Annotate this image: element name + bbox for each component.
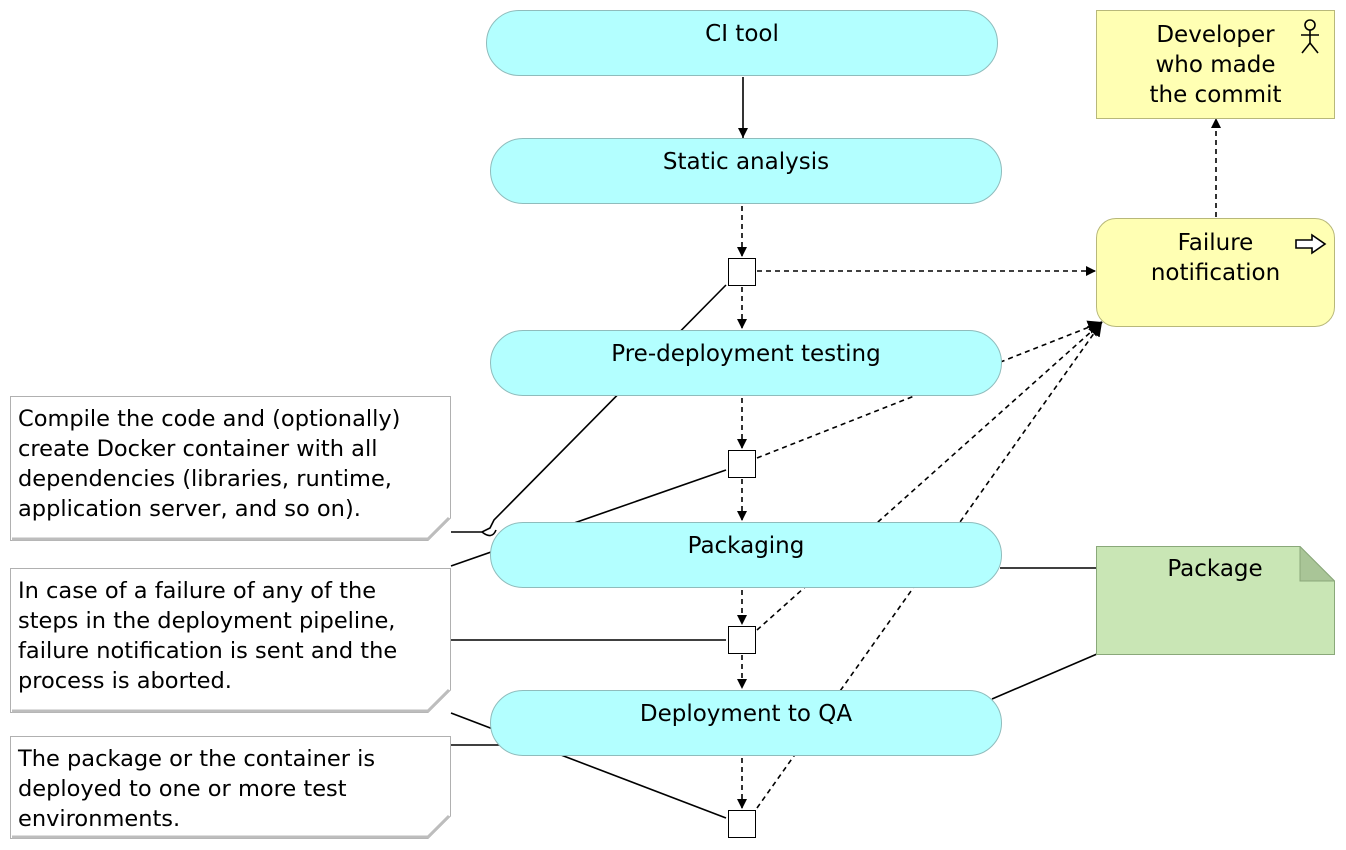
junction-after-testing[interactable] (728, 450, 756, 478)
note-shape (10, 736, 451, 839)
process-ci-tool[interactable]: CI tool (486, 10, 998, 76)
note-deploy-line: environments. (18, 806, 181, 832)
note-failure-line: failure notification is sent and the (18, 638, 398, 664)
junction-after-static[interactable] (728, 258, 756, 286)
note-failure-text: In case of a failure of any of the steps… (18, 576, 397, 696)
note-failure-line: steps in the deployment pipeline, (18, 608, 396, 634)
process-deployment-to-qa-label: Deployment to QA (639, 701, 853, 727)
association-lines (450, 284, 1098, 819)
note-deploy[interactable]: The package or the container is deployed… (10, 736, 451, 839)
arrow-right-outline-icon (1295, 233, 1327, 255)
process-deployment-to-qa[interactable]: Deployment to QA (490, 690, 1002, 756)
note-deploy-line: The package or the container is (18, 746, 376, 772)
event-failure-notification[interactable]: Failure notification (1096, 218, 1335, 327)
note-compile-line: Compile the code and (optionally) (18, 406, 401, 432)
process-static-analysis[interactable]: Static analysis (490, 138, 1002, 204)
artifact-shape (1096, 546, 1335, 655)
artifact-package[interactable]: Package (1096, 546, 1335, 655)
note-failure-line: In case of a failure of any of the (18, 578, 377, 604)
note-deploy-line: deployed to one or more test (18, 776, 347, 802)
note-failure-line: process is aborted. (18, 668, 232, 694)
note-compile-text: Compile the code and (optionally) create… (18, 404, 400, 524)
process-ci-tool-label: CI tool (705, 21, 779, 47)
process-packaging-label: Packaging (687, 533, 805, 559)
event-line-2: notification (1150, 260, 1281, 286)
note-compile-line: create Docker container with all (18, 436, 378, 462)
actor-developer[interactable]: Developer who made the commit (1096, 10, 1335, 119)
note-compile[interactable]: Compile the code and (optionally) create… (10, 396, 451, 541)
artifact-label: Package (1167, 556, 1263, 582)
note-shape (10, 396, 451, 541)
actor-line-3: the commit (1149, 82, 1282, 108)
note-compile-line: application server, and so on). (18, 496, 361, 522)
junction-after-packaging[interactable] (728, 626, 756, 654)
note-compile-line: dependencies (libraries, runtime, (18, 466, 392, 492)
actor-line-2: who made (1155, 52, 1276, 78)
junction-after-deployment[interactable] (728, 810, 756, 838)
process-packaging[interactable]: Packaging (490, 522, 1002, 588)
actor-line-1: Developer (1156, 22, 1275, 48)
process-static-analysis-label: Static analysis (662, 149, 830, 175)
note-shape (10, 568, 451, 713)
process-pre-deployment-testing-label: Pre-deployment testing (611, 341, 881, 367)
note-deploy-text: The package or the container is deployed… (18, 744, 375, 834)
process-pre-deployment-testing[interactable]: Pre-deployment testing (490, 330, 1002, 396)
note-failure[interactable]: In case of a failure of any of the steps… (10, 568, 451, 713)
event-line-1: Failure (1177, 230, 1254, 256)
stick-figure-icon (1301, 19, 1319, 54)
